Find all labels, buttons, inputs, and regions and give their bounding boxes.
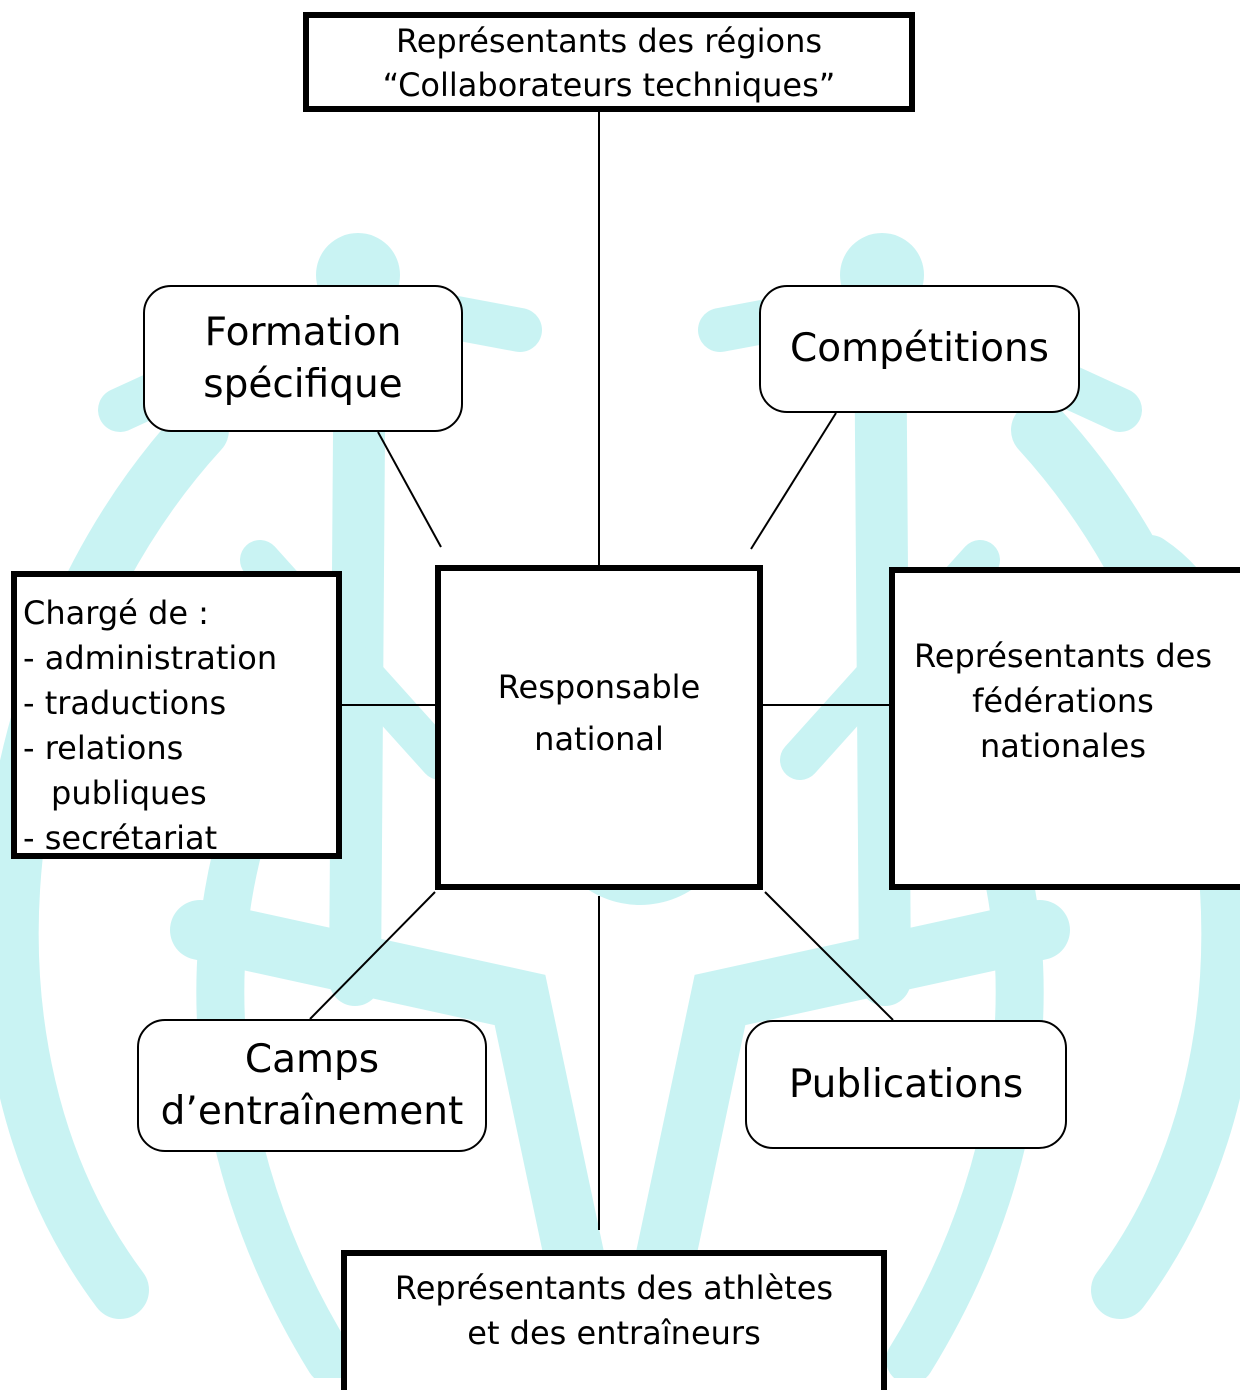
connector-camps	[309, 891, 436, 1020]
regions-representatives-box: Représentants des régions “Collaborateur…	[303, 12, 915, 112]
connector-competitions	[750, 412, 837, 550]
federations-representatives-box: Représentants des fédérations nationales	[889, 567, 1240, 890]
regions-title: Représentants des régions	[395, 22, 823, 60]
athletes-label-line2: et des entraîneurs	[467, 1314, 761, 1352]
publications-box: Publications	[745, 1020, 1067, 1149]
charge-item-continuation: publiques	[51, 774, 207, 812]
athletes-label-line1: Représentants des athlètes	[394, 1269, 834, 1307]
regions-subtitle: “Collaborateurs techniques”	[382, 66, 836, 104]
connector-formation	[377, 431, 442, 548]
connector-publications	[764, 891, 894, 1021]
federations-label-line2: fédérations	[972, 682, 1154, 720]
competitions-box: Compétitions	[759, 285, 1080, 413]
camps-box: Camps d’entraînement	[137, 1019, 487, 1152]
charge-item: - administration	[23, 639, 278, 677]
athletes-representatives-box: Représentants des athlètes et des entraî…	[341, 1250, 887, 1390]
camps-label-line2: d’entraînement	[160, 1088, 464, 1134]
competitions-label: Compétitions	[790, 326, 1049, 371]
responsable-label-line1: Responsable	[497, 667, 701, 706]
charge-item: - relations	[23, 729, 184, 767]
formation-label-line1: Formation	[204, 309, 402, 355]
formation-label-line2: spécifique	[203, 361, 403, 407]
federations-label-line3: nationales	[979, 727, 1147, 765]
responsable-national-box: Responsable national	[435, 565, 763, 890]
charge-item: - secrétariat	[23, 819, 218, 857]
federations-label-line1: Représentants des	[913, 637, 1213, 675]
charge-item: - traductions	[23, 684, 227, 722]
publications-label: Publications	[788, 1061, 1024, 1107]
responsable-label-line2: national	[534, 719, 664, 758]
charge-de-box: Chargé de : - administration - traductio…	[11, 571, 342, 859]
charge-heading: Chargé de :	[23, 594, 209, 632]
camps-label-line1: Camps	[244, 1036, 380, 1082]
formation-box: Formation spécifique	[143, 285, 463, 432]
